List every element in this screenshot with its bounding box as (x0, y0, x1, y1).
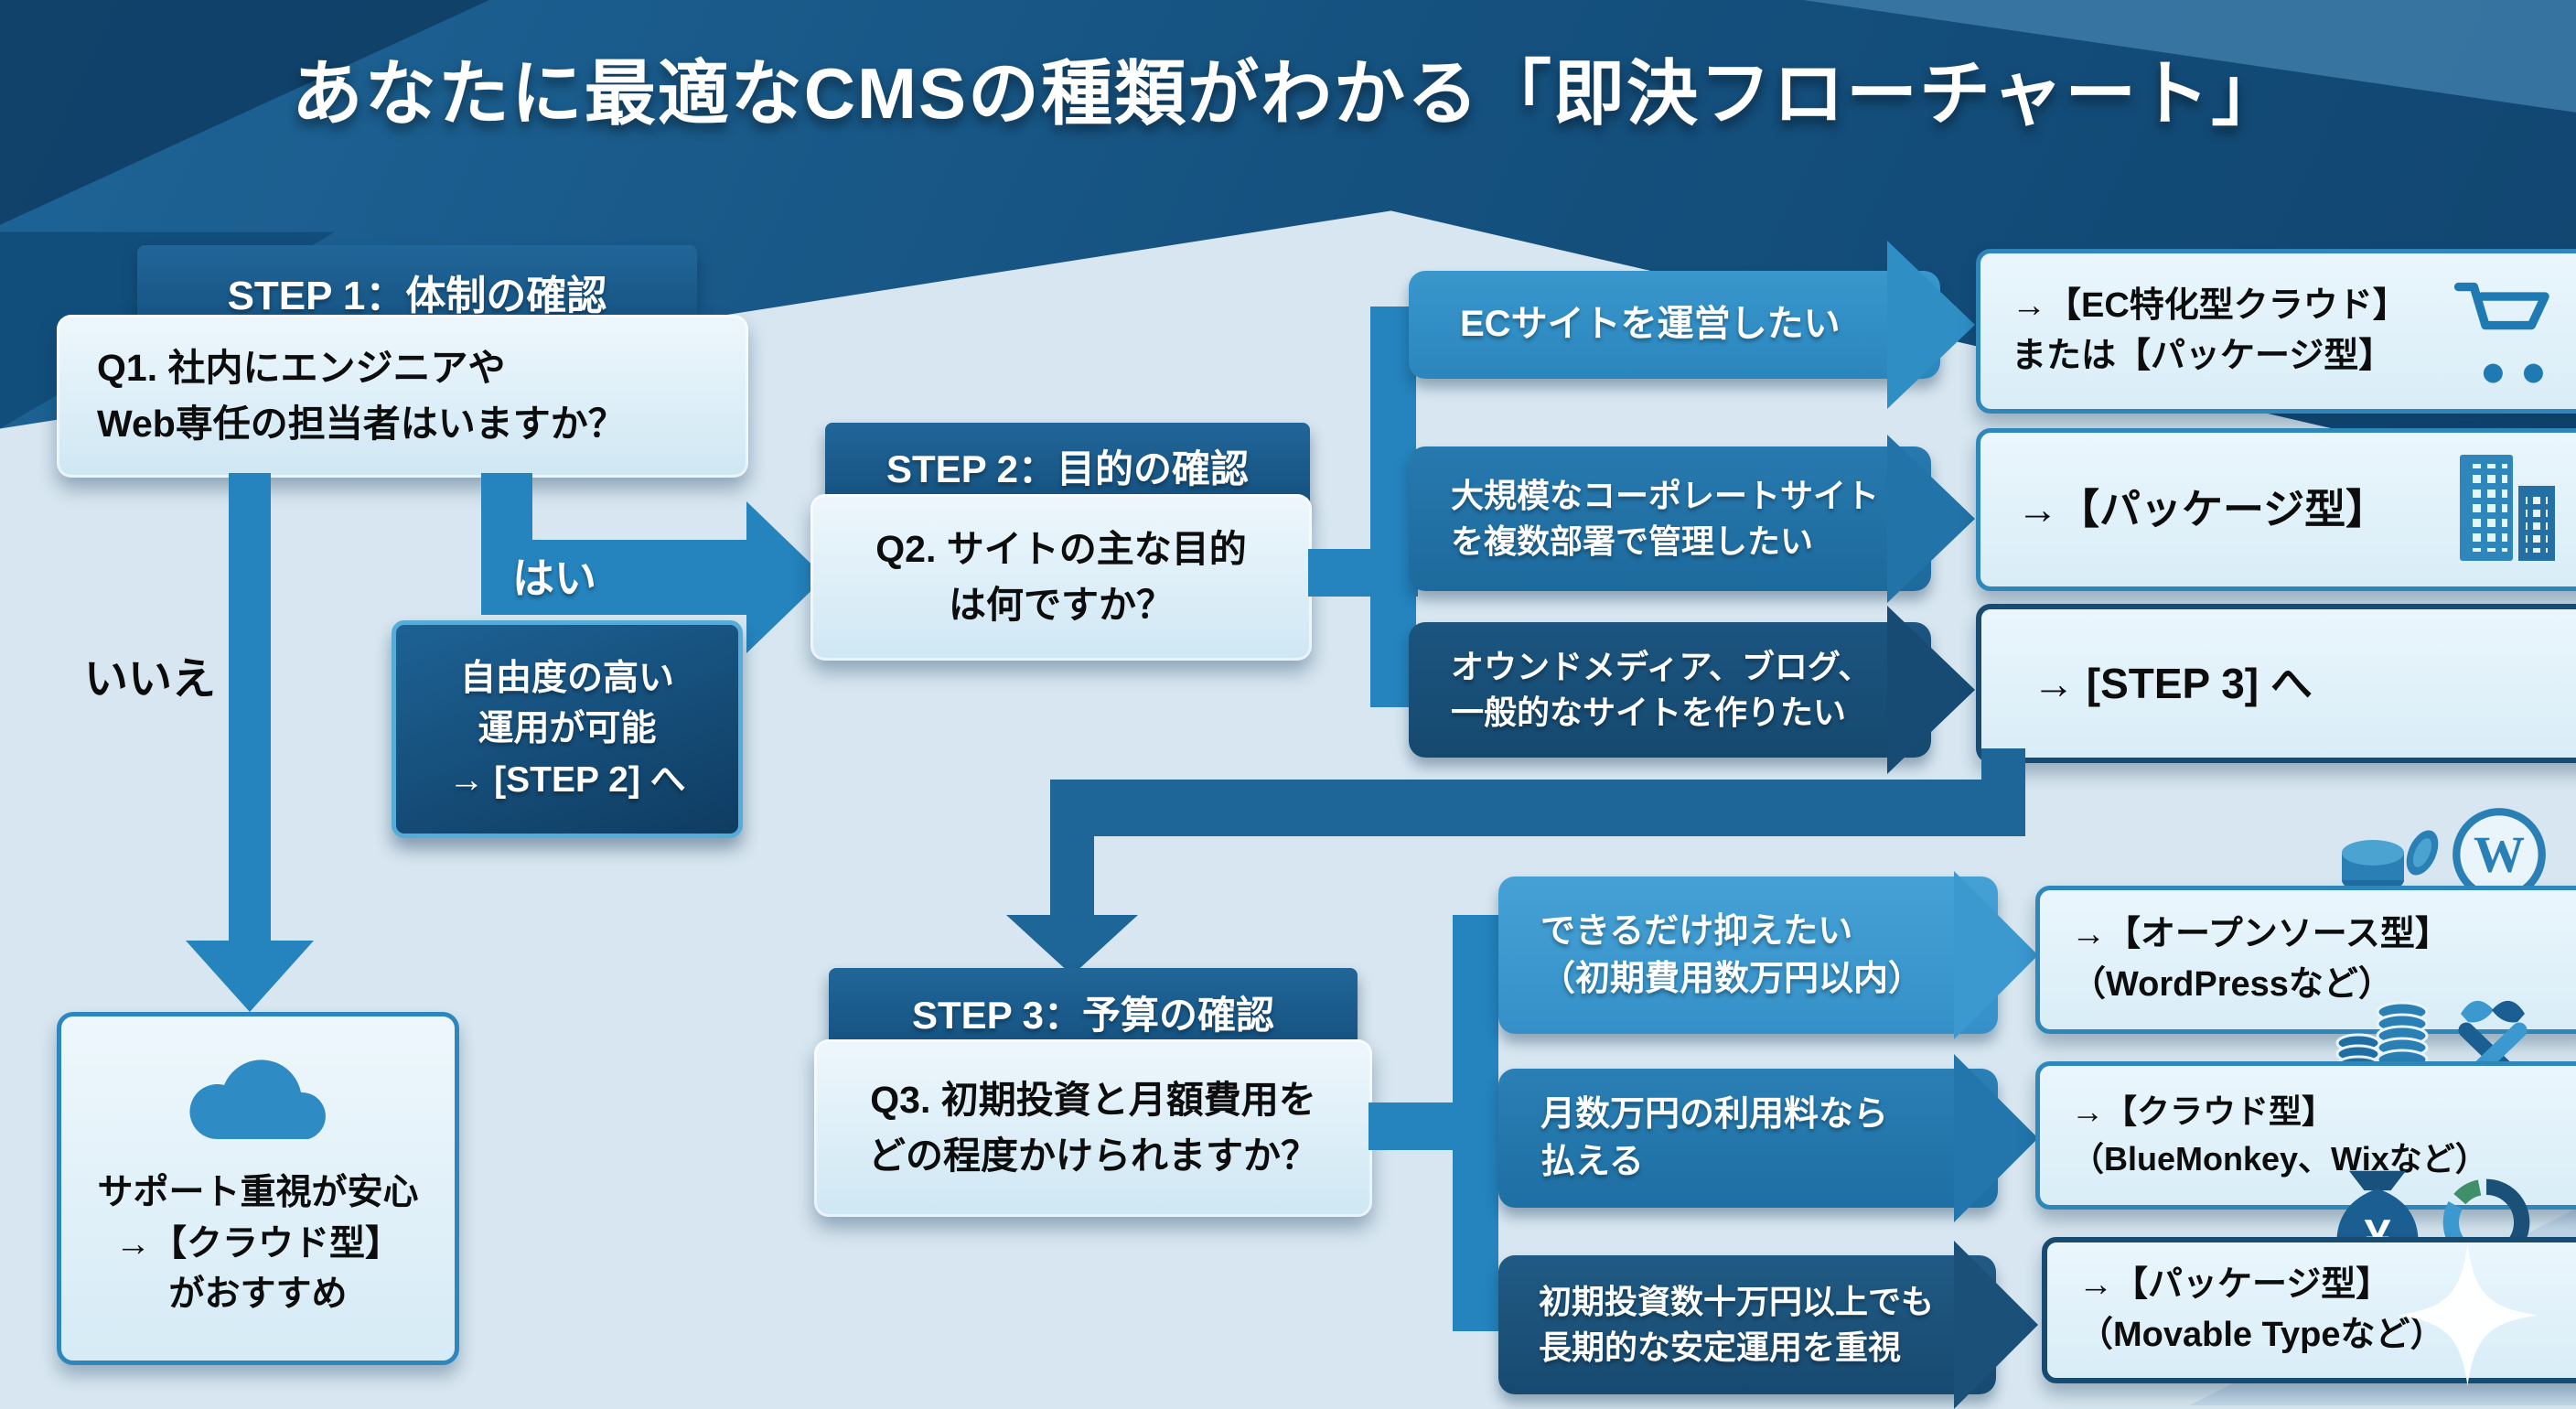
step2-branch-ec-arrowhead (1887, 241, 1975, 409)
step2-branch-ec-label: ECサイトを運営したい (1460, 304, 1841, 345)
step3-branch-low-budget-arrowhead (1954, 871, 2038, 1039)
step3-connector-spine (1453, 915, 1498, 1331)
step3-elbow-vertical (1050, 780, 1094, 919)
yes-note-box: 自由度の高い 運用が可能 → [STEP 2] へ (392, 620, 743, 838)
no-arrow-line (229, 473, 271, 944)
step3-header-label: STEP 3：予算の確認 (912, 993, 1274, 1037)
step3-branch-long-term-label: 初期投資数十万円以上でも 長期的な安定運用を重視 (1539, 1283, 1935, 1366)
no-arrow-head (186, 941, 314, 1012)
step2-branch-media: オウンドメディア、ブログ、 一般的なサイトを作りたい (1409, 622, 1931, 758)
step2-result-package-text: →【パッケージ型】 (2017, 486, 2388, 533)
step2-branch-media-arrowhead (1887, 606, 1975, 774)
q2-text: Q2. サイトの主な目的 は何ですか？ (875, 527, 1247, 627)
step2-result-ec-text: →【EC特化型クラウド】 または【パッケージ型】 (2012, 285, 2408, 375)
step2-branch-corporate-arrowhead (1887, 435, 1975, 603)
step2-header-label: STEP 2：目的の確認 (886, 446, 1249, 490)
wordpress-icon: W (2450, 805, 2549, 909)
page-title: あなたに最適なCMSの種類がわかる「即決フローチャート」 (291, 53, 2285, 134)
step3-branch-low-budget-label: できるだけ抑えたい （初期費用数万円以内） (1540, 911, 1924, 998)
step3-result-cloud-box: →【クラウド型】 （BlueMonkey、Wixなど） (2035, 1061, 2576, 1210)
step3-elbow-arrowhead (1006, 915, 1138, 975)
cloud-icon (171, 1040, 345, 1164)
cart-icon (2442, 275, 2570, 407)
step3-branch-long-term-arrowhead (1954, 1241, 2038, 1409)
yes-arrow-line (481, 540, 748, 615)
building-icon (2443, 446, 2571, 589)
step2-result-step3-box: → [STEP 3] へ (1976, 604, 2576, 763)
step2-result-step3-text: → [STEP 3] へ (2033, 659, 2313, 707)
step2-connector-spine (1370, 307, 1416, 707)
svg-text:W: W (2474, 827, 2525, 884)
step2-branch-media-label: オウンドメディア、ブログ、 一般的なサイトを作りたい (1451, 648, 1872, 731)
step3-result-cloud-text: →【クラウド型】 （BlueMonkey、Wixなど） (2071, 1092, 2488, 1178)
step2-branch-ec: ECサイトを運営したい (1409, 271, 1940, 379)
q1-text: Q1. 社内にエンジニアや Web専任の担当者はいますか？ (97, 346, 626, 446)
no-label: いいえ (84, 655, 217, 704)
cloud-result-text: サポート重視が安心 →【クラウド型】 がおすすめ (97, 1173, 419, 1315)
step2-branch-corporate-label: 大規模なコーポレートサイト を複数部署で管理したい (1451, 477, 1880, 560)
step2-branch-corporate: 大規模なコーポレートサイト を複数部署で管理したい (1409, 446, 1931, 591)
q2-box: Q2. サイトの主な目的 は何ですか？ (810, 494, 1312, 661)
q3-text: Q3. 初期投資と月額費用を どの程度かけられますか？ (868, 1078, 1318, 1178)
step3-branch-monthly-fee-label: 月数万円の利用料なら 払える (1540, 1094, 1889, 1181)
cloud-result-box: サポート重視が安心 →【クラウド型】 がおすすめ (57, 1012, 459, 1365)
step3-elbow-horizontal (1050, 780, 2025, 836)
step3-branch-low-budget: できるだけ抑えたい （初期費用数万円以内） (1498, 877, 1998, 1034)
yes-label: はい (512, 554, 596, 602)
step3-branch-monthly-fee: 月数万円の利用料なら 払える (1498, 1069, 1998, 1208)
q1-box: Q1. 社内にエンジニアや Web専任の担当者はいますか？ (57, 315, 748, 478)
step3-result-opensource-text: →【オープンソース型】 （WordPressなど） (2071, 914, 2450, 1004)
q3-box: Q3. 初期投資と月額費用を どの程度かけられますか？ (814, 1039, 1372, 1217)
step3-result-package-text: →【パッケージ型】 （Movable Typeなど） (2078, 1264, 2445, 1354)
step3-branch-long-term: 初期投資数十万円以上でも 長期的な安定運用を重視 (1498, 1255, 1996, 1394)
step2-result-package-box: →【パッケージ型】 (1976, 428, 2576, 591)
step1-header-label: STEP 1：体制の確認 (227, 274, 607, 318)
yes-note-text: 自由度の高い 運用が可能 → [STEP 2] へ (448, 658, 686, 800)
sparkle-icon (2397, 1244, 2538, 1391)
step2-result-ec-box: →【EC特化型クラウド】 または【パッケージ型】 (1976, 249, 2576, 414)
step3-branch-monthly-fee-arrowhead (1954, 1054, 2038, 1222)
